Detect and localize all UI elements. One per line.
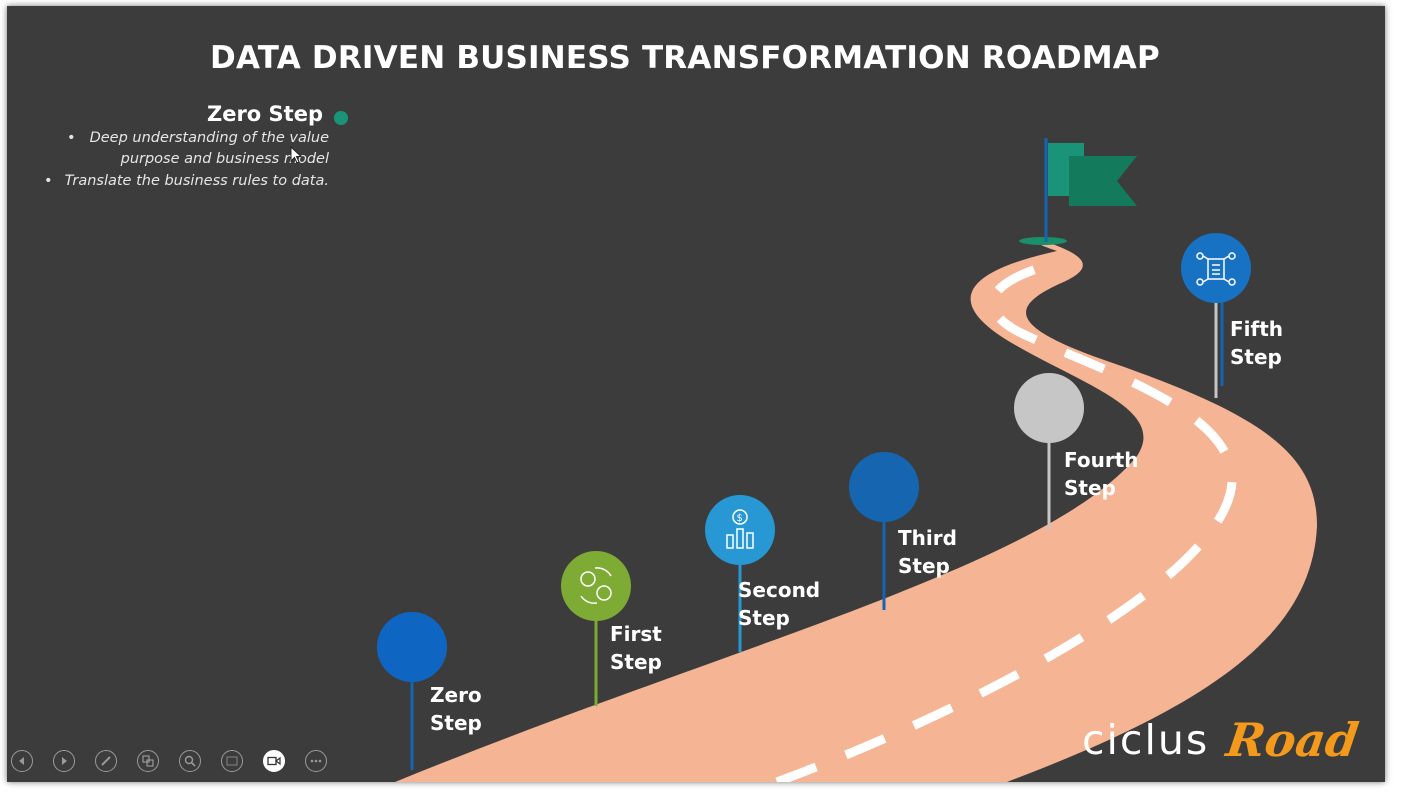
slides-button[interactable] <box>137 750 159 772</box>
more-button[interactable] <box>305 750 327 772</box>
pen-icon <box>101 756 111 766</box>
pen-button[interactable] <box>95 750 117 772</box>
pin-circle-fifth <box>1181 233 1251 303</box>
ciclus-road-logo: ciclus Road <box>1082 712 1362 768</box>
flag-base <box>1019 237 1067 245</box>
previous-button[interactable] <box>11 750 33 772</box>
logo-ciclus-text: ciclus <box>1082 716 1210 764</box>
info-heading: Zero Step <box>206 102 323 126</box>
money-chart-icon: $ <box>726 509 754 549</box>
info-bullet-1: Deep understanding of the value purpose … <box>67 128 329 170</box>
zoom-button[interactable] <box>179 750 201 772</box>
subtitles-button[interactable] <box>221 750 243 772</box>
network-document-icon <box>1196 252 1236 286</box>
previous-icon <box>19 757 24 765</box>
road <box>395 240 1317 782</box>
camera-icon <box>267 756 281 766</box>
pin-circle-fourth <box>1014 373 1084 443</box>
step-label-zero: Zero Step <box>430 683 482 735</box>
slides-icon <box>142 755 154 767</box>
camera-button[interactable] <box>263 750 285 772</box>
info-bullet-2: Translate the business rules to data. <box>44 171 329 192</box>
pin-circle-zero <box>377 612 447 682</box>
subtitles-icon <box>226 756 238 766</box>
slide-title: DATA DRIVEN BUSINESS TRANSFORMATION ROAD… <box>210 40 1160 76</box>
slide-canvas: $ DATA DRIVEN BUSINESS TRANSFORMATION RO… <box>7 6 1385 782</box>
info-dot-icon <box>334 111 348 125</box>
pin-circle-third <box>849 452 919 522</box>
road-center-line <box>775 259 1237 782</box>
step-label-first: First Step <box>610 622 662 674</box>
pin-circle-second <box>705 495 775 565</box>
zoom-icon <box>184 755 196 767</box>
next-icon <box>62 757 67 765</box>
step-label-fourth: Fourth Step <box>1064 448 1139 500</box>
svg-text:$: $ <box>737 513 743 524</box>
roadmap-illustration: $ <box>377 138 1317 782</box>
next-button[interactable] <box>53 750 75 772</box>
logo-road-text: Road <box>1223 713 1362 767</box>
more-icon <box>310 759 322 763</box>
step-label-third: Third Step <box>898 526 957 578</box>
people-cycle-icon <box>580 567 612 604</box>
step-label-second: Second Step <box>738 578 821 630</box>
mouse-cursor-icon <box>290 146 302 164</box>
pin-circle-first <box>561 551 631 621</box>
step-label-fifth: Fifth Step <box>1230 317 1284 369</box>
flag-cloth-back <box>1069 156 1137 206</box>
